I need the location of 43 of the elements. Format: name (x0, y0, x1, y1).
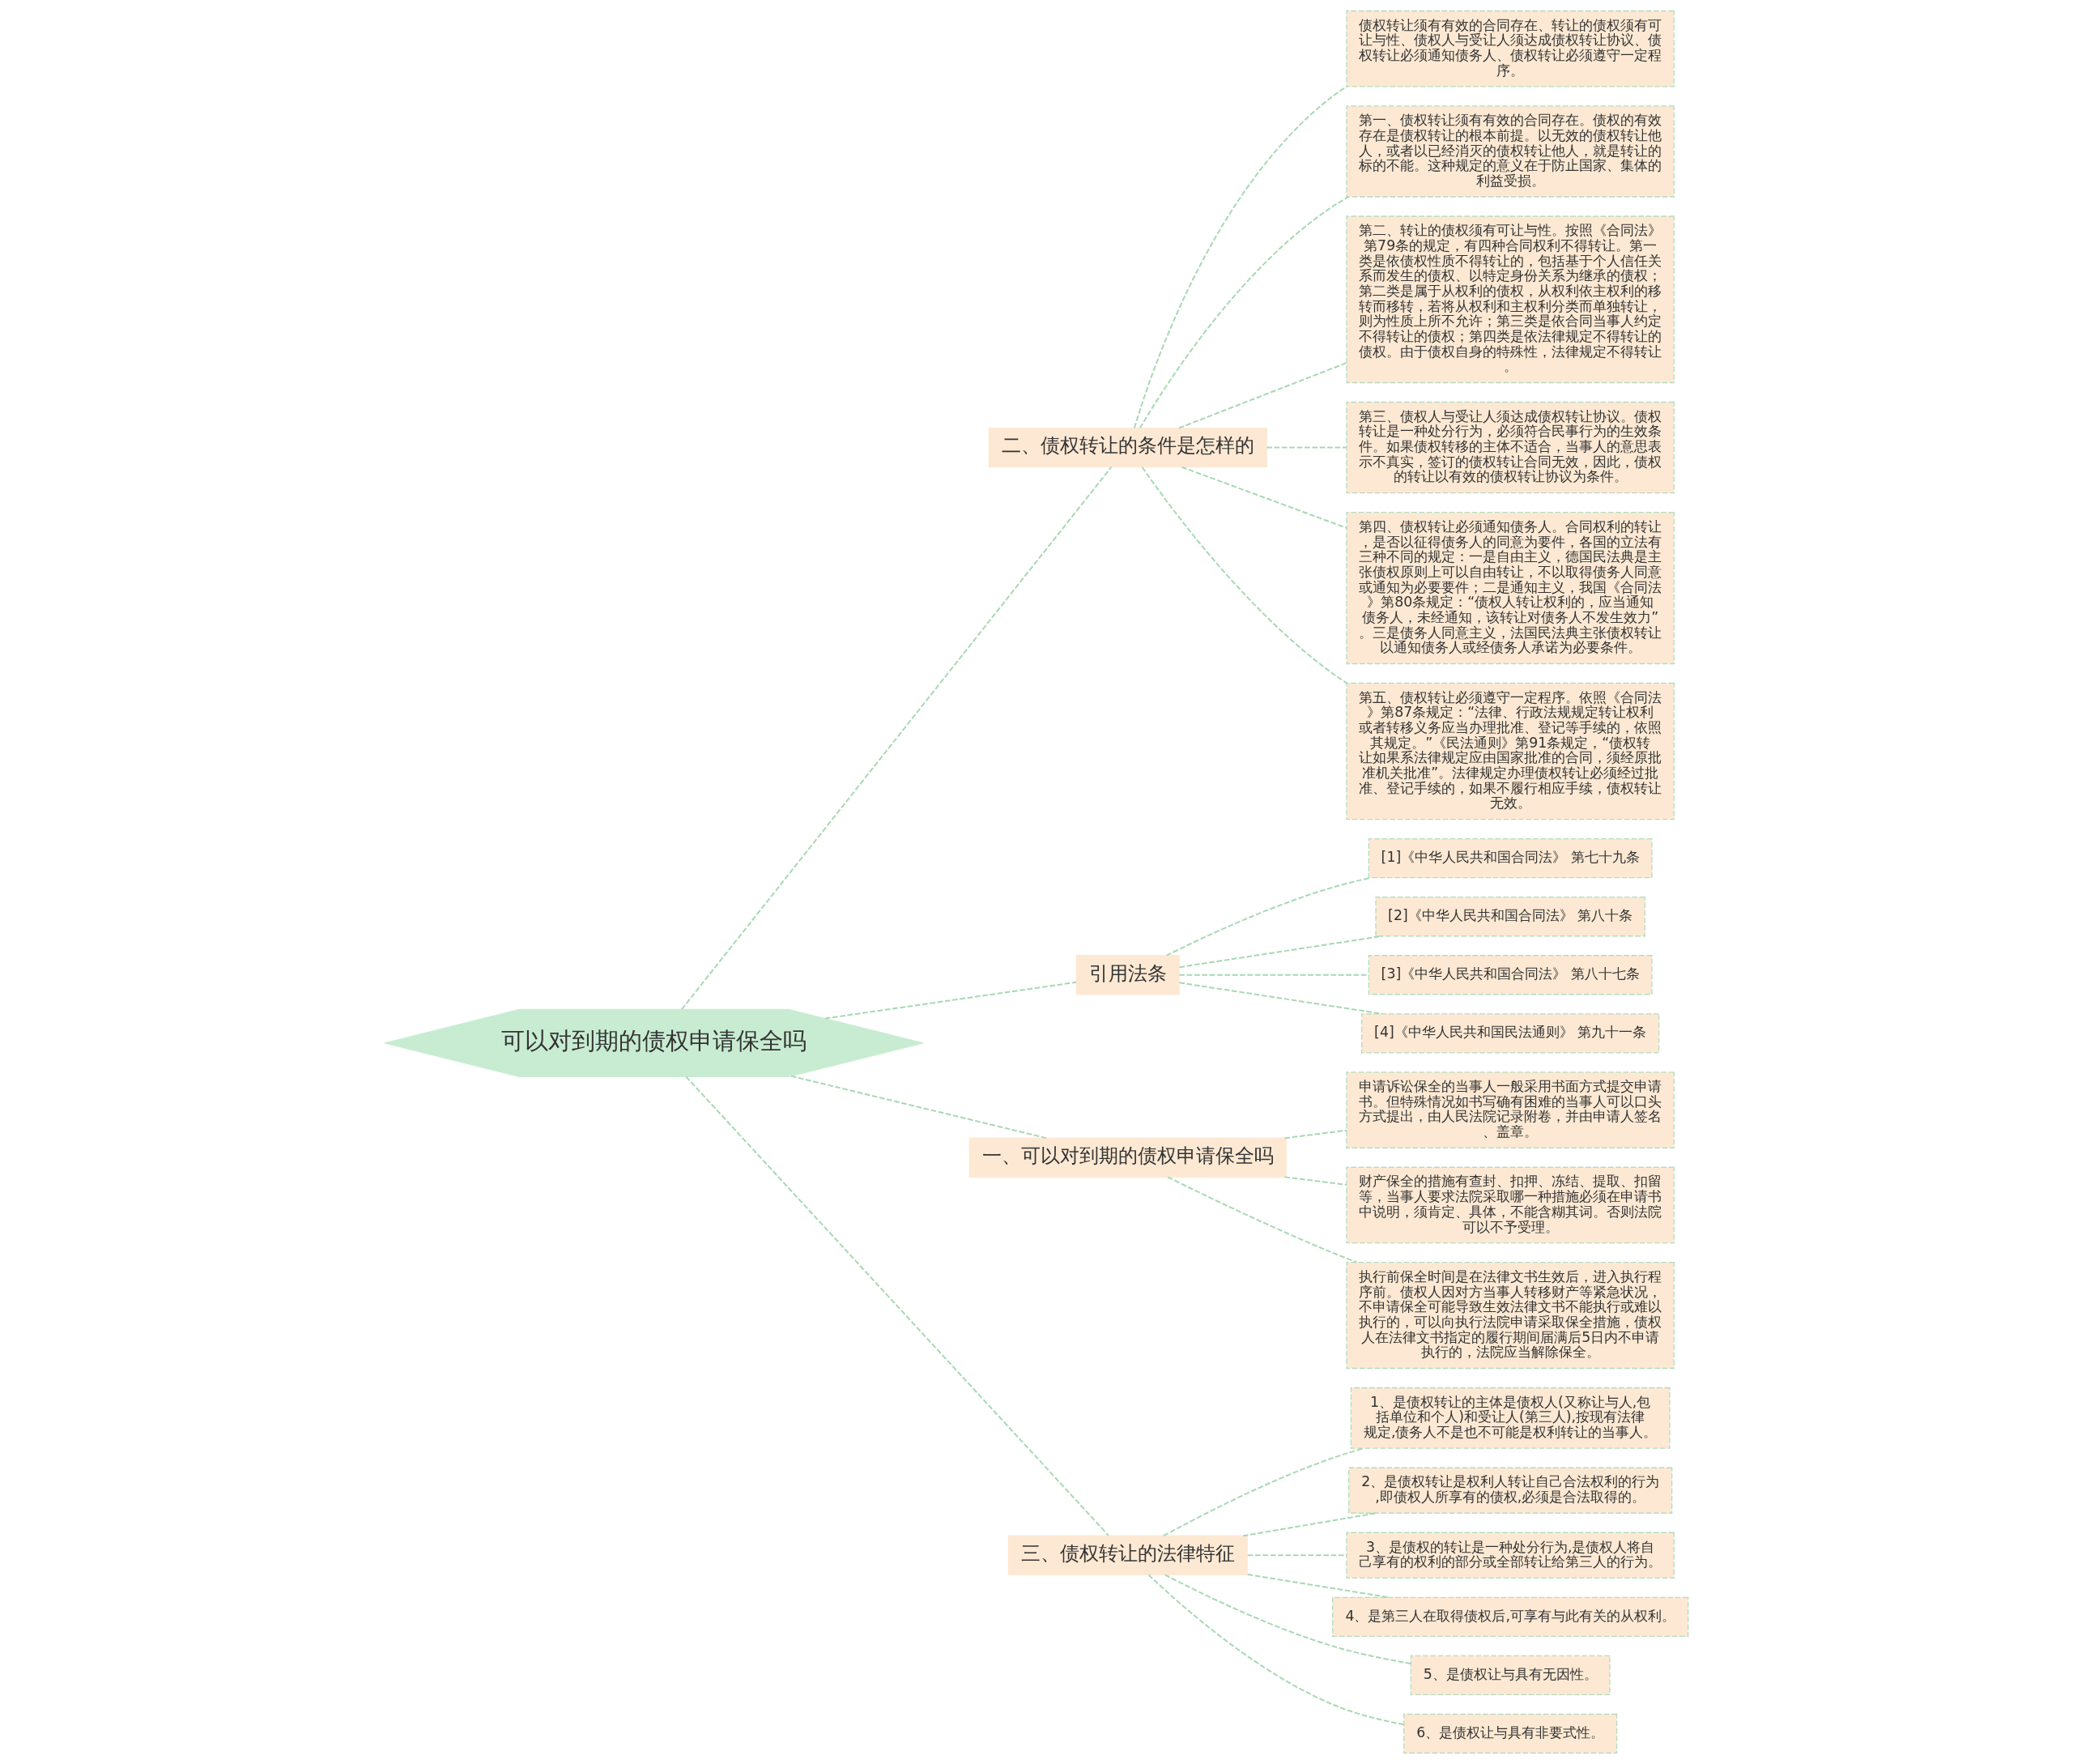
connector (1283, 1129, 1347, 1140)
node-box: 三、债权转让的法律特征 (1007, 1535, 1248, 1575)
node-box: 1、是债权转让的主体是债权人(又称让与人,包括单位和个人)和受让人(第三人),按现有法律规定,债务人不是也不可能是权利转让的当事人。 (1350, 1387, 1671, 1449)
connector (1139, 196, 1350, 429)
connector (1242, 1512, 1377, 1537)
node-box: [4]《中华人民共和国民法通则》 第九十一条 (1361, 1013, 1660, 1054)
connector (1178, 362, 1347, 429)
node-box: 财产保全的措施有查封、扣押、冻结、提取、扣留等，当事人要求法院采取哪一种措施必须在申请书中说明，须肯定、具体，不能含糊其词。否则法院可以不予受理。 (1346, 1166, 1675, 1244)
connector (1167, 1176, 1358, 1263)
node-box: 一、可以对到期的债权申请保全吗 (968, 1137, 1287, 1178)
node-box: 二、债权转让的条件是怎样的 (988, 427, 1267, 468)
connector (1162, 1447, 1364, 1537)
node-box: 第四、债权转让必须通知债务人。合同权利的转让，是否以征得债务人的同意为要件，各国的立法有三种不同的规定：一是自由主义，德国民法典是主张债权原则上可以自由转让，不以取得债务人同意或通知为必要要件；二是通知主义，我国《合同法》第80条规定：“债权人转让权利的，应当通知债务人，未经通知，该转让对债务人不发生效力”。三是债务人同意主义，法国民法典主张债权转让以通知债务人或经债务人承诺为必要条件。 (1346, 512, 1675, 665)
connector (685, 1076, 1109, 1536)
node-box: 5、是债权让与具有无因性。 (1410, 1655, 1611, 1696)
node-box: 6、是债权让与具有非要式性。 (1403, 1713, 1618, 1754)
node-box: [2]《中华人民共和国合同法》 第八十条 (1375, 897, 1645, 937)
node-box: 第五、债权转让必须遵守一定程序。依照《合同法》第87条规定：“法律、行政法规规定转让权利或者转移义务应当办理批准、登记等手续的，依照其规定。”《民法通则》第91条规定，“债权转让如果系法律规定应由国家批准的合同，须经原批准机关批准”。法律规定办理债权转让必须经过批准、登记手续的，如果不履行相应手续，债权转让无效。 (1346, 682, 1675, 820)
connector (790, 1075, 1048, 1140)
node-box: 2、是债权转让是权利人转让自己合法权利的行为,即债权人所享有的债权,必须是合法取得的。 (1348, 1467, 1673, 1514)
connector (1164, 1574, 1411, 1664)
node-box: 第一、债权转让须有有效的合同存在。债权的有效存在是债权转让的根本前提。以无效的债权转让他人，或者以已经消灭的债权转让他人，就是转让的标的不能。这种规定的意义在于防止国家、集体的利益受损。 (1346, 105, 1675, 198)
node-box: 债权转让须有有效的合同存在、转让的债权须有可让与性、债权人与受让人须达成债权转让协议、债权转让必须通知债务人、债权转让必须遵守一定程序。 (1346, 10, 1675, 87)
node-box: 第二、转让的债权须有可让与性。按照《合同法》第79条的规定，有四种合同权利不得转让。第一类是依债权性质不得转让的，包括基于个人信任关系而发生的债权、以特定身份关系为继承的债权；第二类是属于从权利的债权，从权利依主权利的移转而移转，若将从权利和主权利分类而单独转让，则为性质上所不允许；第三类是依合同当事人约定不得转让的债权；第四类是依法律规定不得转让的债权。由于债权自身的特殊性，法律规定不得转让。 (1346, 215, 1675, 384)
connector (1246, 1554, 1347, 1557)
connector (1181, 466, 1347, 529)
node-box: [3]《中华人民共和国合同法》 第八十七条 (1368, 955, 1653, 995)
node-box: 4、是第三人在取得债权后,可享有与此有关的从权利。 (1332, 1596, 1689, 1638)
node-box: 执行前保全时间是在法律文书生效后，进入执行程序前。债权人因对方当事人转移财产等紧急状况，不申请保全可能导致生效法律文书不能执行或难以执行的，可以向执行法院申请采取保全措施，债权人在法律文书指定的履行期间届满后5日内不申请执行的，法院应当解除保全。 (1346, 1262, 1675, 1370)
connector (1133, 85, 1348, 429)
connector (1266, 446, 1347, 449)
connector (680, 466, 1113, 1011)
connector (1178, 982, 1384, 1015)
connector (1178, 935, 1384, 969)
connector (824, 981, 1078, 1020)
node-box: 引用法条 (1075, 955, 1180, 995)
node-box: 3、是债权的转让是一种处分行为,是债权人将自己享有的权利的部分或全部转让给第三人的行为。 (1346, 1532, 1675, 1579)
connector (1141, 467, 1348, 684)
connector (1147, 1574, 1405, 1726)
node-box: 申请诉讼保全的当事人一般采用书面方式提交申请书。但特殊情况如书写确有困难的当事人可以口头方式提出，由人民法院记录附卷，并由申请人签名、盖章。 (1346, 1072, 1675, 1148)
node-box: [1]《中华人民共和国合同法》 第七十九条 (1368, 837, 1653, 879)
connector (1283, 1176, 1347, 1186)
node-box: 第三、债权人与受让人须达成债权转让协议。债权转让是一种处分行为，必须符合民事行为的生效条件。如果债权转移的主体不适合，当事人的意思表示不真实，签订的债权转让合同无效，因此，债权的转让以有效的债权转让协议为条件。 (1346, 401, 1675, 494)
